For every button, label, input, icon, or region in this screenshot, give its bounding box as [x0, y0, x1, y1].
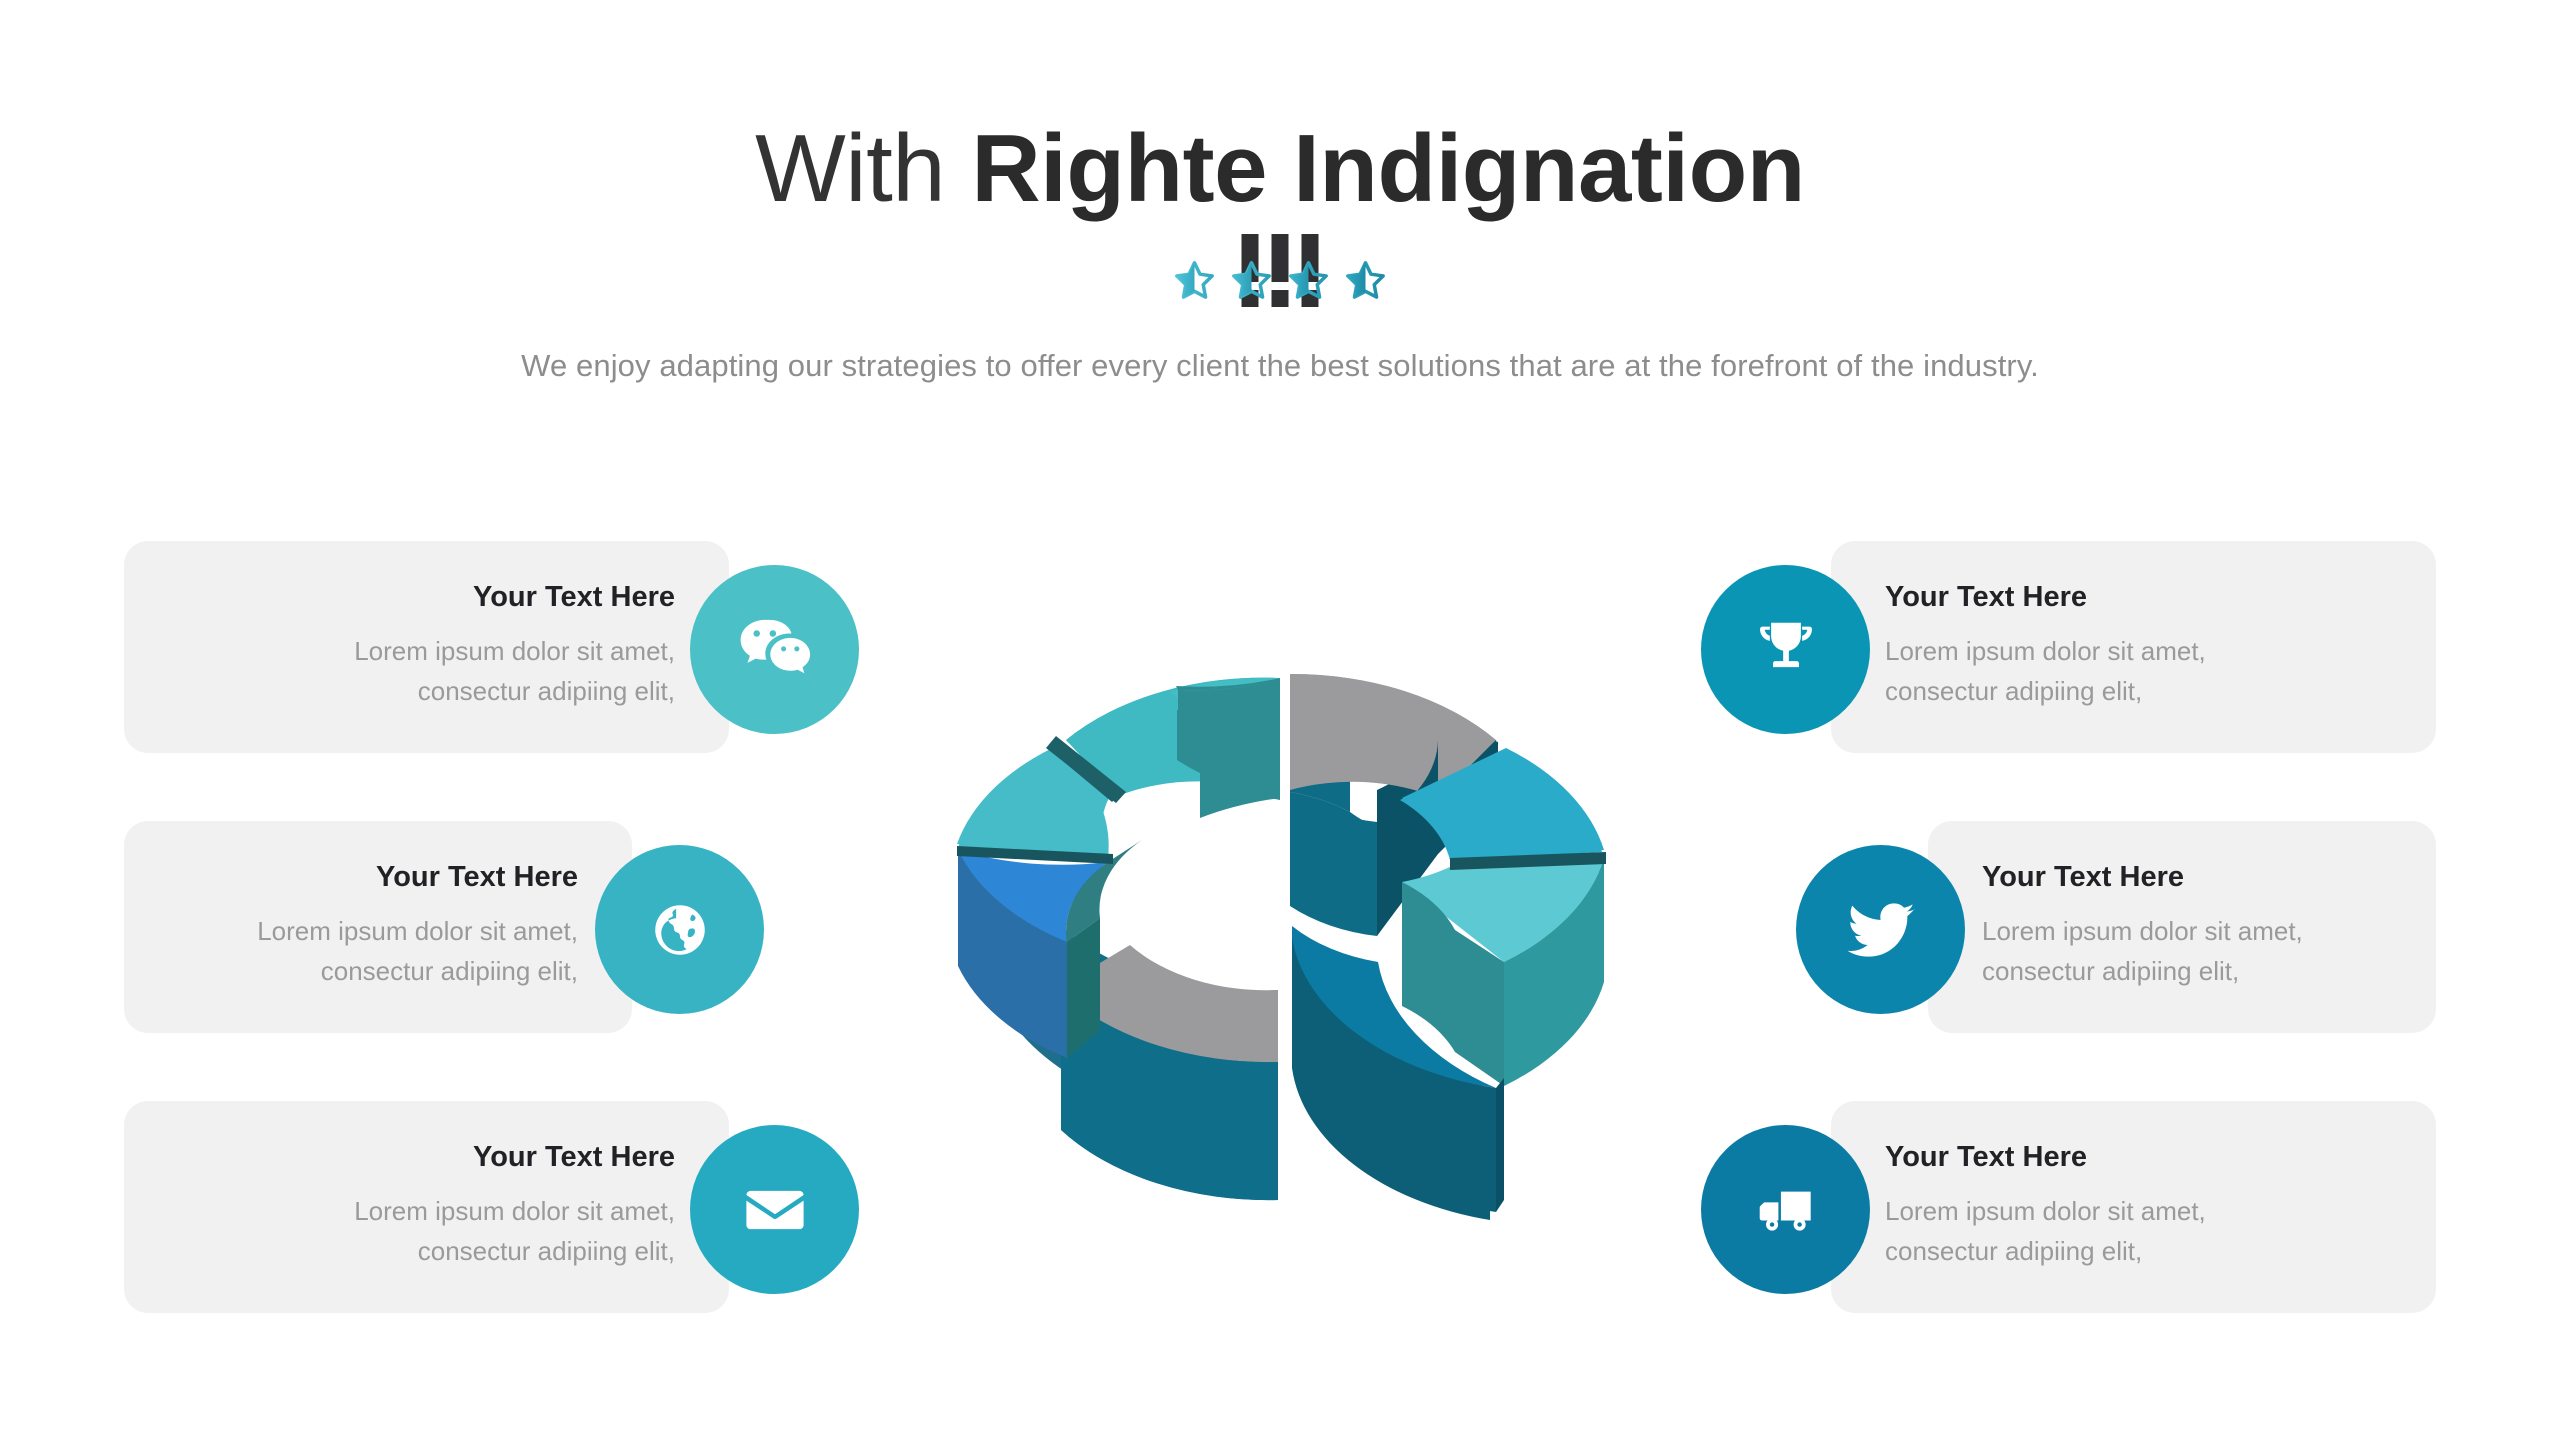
donut-groove-left [957, 846, 1113, 864]
card-body-line-1: Lorem ipsum dolor sit amet, [257, 915, 578, 946]
card-body-line-2: consectur adipiing elit, [417, 675, 675, 706]
card-right-2[interactable]: Your Text Here Lorem ipsum dolor sit ame… [1928, 821, 2436, 1033]
card-title: Your Text Here [1885, 1140, 2087, 1173]
card-left-3-content: Your Text Here Lorem ipsum dolor sit ame… [354, 1140, 675, 1271]
donut-side-top-left [1178, 680, 1280, 800]
donut-segment-bottom-right [1292, 926, 1504, 1220]
card-body-line-2: consectur adipiing elit, [320, 955, 578, 986]
card-body-line-2: consectur adipiing elit, [1885, 1235, 2143, 1266]
card-left-1[interactable]: Your Text Here Lorem ipsum dolor sit ame… [124, 541, 729, 753]
donut-segment-right-cyan [1400, 748, 1604, 860]
half-star-icon [1289, 260, 1328, 299]
card-body-line-2: consectur adipiing elit, [1982, 955, 2240, 986]
card-title: Your Text Here [1982, 860, 2184, 893]
card-body-line-1: Lorem ipsum dolor sit amet, [1982, 915, 2303, 946]
decorative-divider [1130, 233, 1430, 308]
page-title-light: With [755, 115, 972, 222]
half-star-icon [1175, 260, 1214, 299]
card-right-2-icon-badge[interactable] [1796, 845, 1965, 1014]
card-right-1[interactable]: Your Text Here Lorem ipsum dolor sit ame… [1831, 541, 2436, 753]
donut-groove-right [1450, 852, 1606, 870]
page-subtitle: We enjoy adapting our strategies to offe… [521, 347, 2039, 383]
card-body-line-1: Lorem ipsum dolor sit amet, [1885, 1195, 2206, 1226]
envelope-icon [745, 1190, 804, 1229]
card-right-1-content: Your Text Here Lorem ipsum dolor sit ame… [1885, 580, 2206, 711]
donut-segment-lower-left-blue [958, 840, 1142, 1058]
card-left-2-icon-badge[interactable] [595, 845, 764, 1014]
card-right-3-content: Your Text Here Lorem ipsum dolor sit ame… [1885, 1140, 2206, 1271]
card-right-3[interactable]: Your Text Here Lorem ipsum dolor sit ame… [1831, 1101, 2436, 1313]
page-title-bold: Righte Indignation [971, 115, 1805, 222]
exclamation-bar-icon [1271, 233, 1289, 307]
card-title: Your Text Here [473, 580, 675, 613]
card-title: Your Text Here [1885, 580, 2087, 613]
wechat-icon [740, 619, 810, 673]
donut-center-gap [1278, 992, 1286, 1204]
truck-icon [1759, 1191, 1811, 1231]
card-right-1-icon-badge[interactable] [1701, 565, 1870, 734]
card-body-line-1: Lorem ipsum dolor sit amet, [1885, 635, 2206, 666]
card-left-3-icon-badge[interactable] [690, 1125, 859, 1294]
trophy-icon [1759, 622, 1812, 667]
donut-chart-svg [957, 673, 1606, 1220]
half-star-icon [1232, 260, 1271, 299]
divider-stars [1174, 260, 1387, 302]
twitter-icon [1846, 902, 1914, 957]
card-body-line-1: Lorem ipsum dolor sit amet, [354, 1195, 675, 1226]
donut-chart-3d [930, 600, 1630, 1260]
card-right-2-content: Your Text Here Lorem ipsum dolor sit ame… [1982, 860, 2303, 991]
card-body-line-2: consectur adipiing elit, [1885, 675, 2143, 706]
card-left-2-content: Your Text Here Lorem ipsum dolor sit ame… [257, 860, 578, 991]
donut-segment-right-light [1402, 858, 1604, 1086]
card-right-3-icon-badge[interactable] [1701, 1125, 1870, 1294]
card-body-line-1: Lorem ipsum dolor sit amet, [354, 635, 675, 666]
donut-segment-mid-left [957, 744, 1110, 858]
card-title: Your Text Here [376, 860, 578, 893]
half-star-icon [1346, 260, 1385, 299]
slide-header: With Righte Indignation We enjoy adaptin… [0, 0, 2560, 384]
page-title: With Righte Indignation [0, 118, 2560, 220]
card-body-line-2: consectur adipiing elit, [417, 1235, 675, 1266]
card-left-3[interactable]: Your Text Here Lorem ipsum dolor sit ame… [124, 1101, 729, 1313]
globe-icon [654, 904, 705, 955]
card-left-1-content: Your Text Here Lorem ipsum dolor sit ame… [354, 580, 675, 711]
card-left-2[interactable]: Your Text Here Lorem ipsum dolor sit ame… [124, 821, 632, 1033]
donut-segment-top-right [1290, 673, 1498, 936]
card-left-1-icon-badge[interactable] [690, 565, 859, 734]
card-title: Your Text Here [473, 1140, 675, 1173]
